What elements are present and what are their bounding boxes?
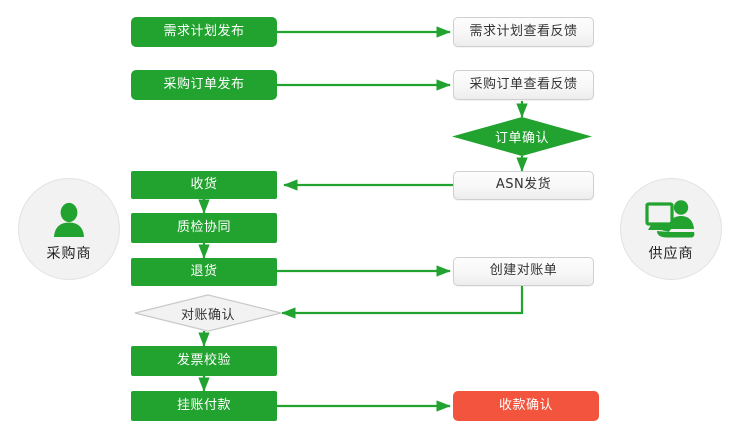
actor-supplier[interactable]: 供应商	[620, 178, 722, 280]
node-demand-plan-publish[interactable]: 需求计划发布	[131, 17, 277, 47]
node-po-publish[interactable]: 采购订单发布	[131, 70, 277, 100]
actor-supplier-label: 供应商	[648, 246, 694, 262]
node-receipt-confirm[interactable]: 收款确认	[453, 391, 599, 421]
actor-buyer-label: 采购商	[46, 246, 92, 262]
actor-buyer[interactable]: 采购商	[18, 178, 120, 280]
node-payable-payment[interactable]: 挂账付款	[131, 391, 277, 421]
node-asn-shipment[interactable]: ASN发货	[453, 171, 594, 200]
person-at-computer-icon	[644, 195, 698, 241]
node-return-goods[interactable]: 退货	[131, 258, 277, 286]
node-statement-confirm-label: 对账确认	[180, 307, 235, 323]
node-goods-receipt[interactable]: 收货	[131, 171, 277, 199]
node-order-confirm[interactable]: 订单确认	[452, 117, 592, 156]
node-po-feedback[interactable]: 采购订单查看反馈	[453, 70, 594, 100]
node-invoice-verification[interactable]: 发票校验	[131, 346, 277, 376]
node-demand-plan-feedback[interactable]: 需求计划查看反馈	[453, 17, 594, 47]
node-create-statement[interactable]: 创建对账单	[453, 257, 594, 286]
edge-statement-to-recon	[281, 285, 524, 319]
node-quality-collaboration[interactable]: 质检协同	[131, 213, 277, 243]
person-icon	[42, 195, 96, 241]
node-order-confirm-label: 订单确认	[494, 131, 549, 146]
node-statement-confirm[interactable]: 对账确认	[134, 294, 282, 332]
